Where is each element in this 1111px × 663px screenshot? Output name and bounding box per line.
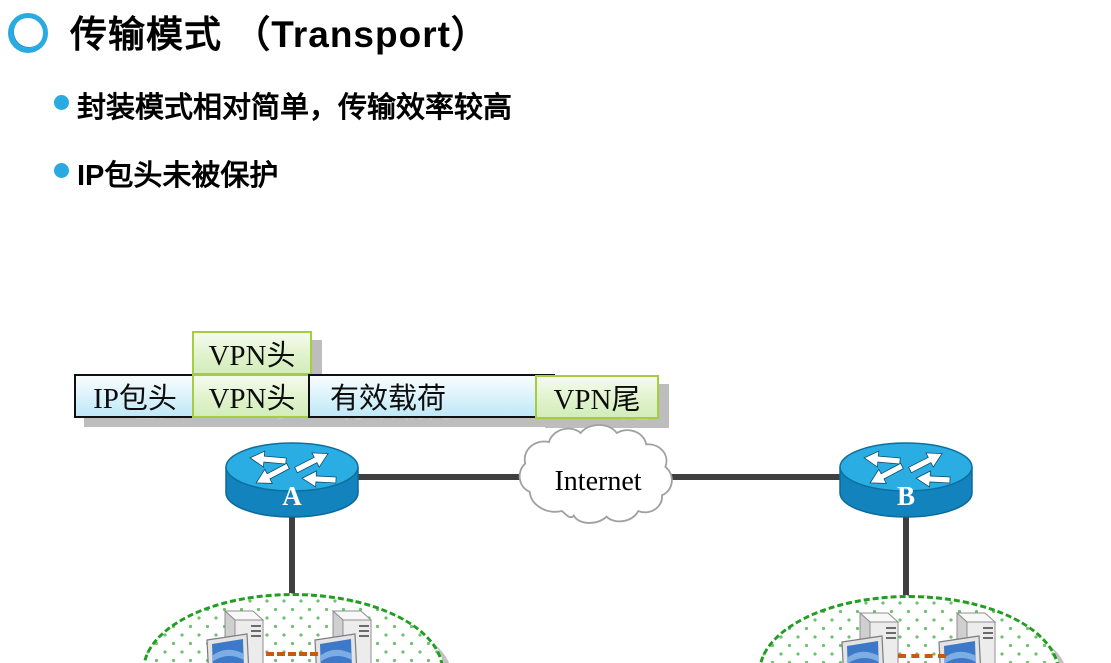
internet-cloud [518, 424, 673, 524]
lan-link-line-b [903, 514, 909, 598]
pc-icon [938, 612, 996, 663]
packet-box-vpn-header: VPN头 [192, 374, 312, 418]
packet-box-vpn-trailer: VPN尾 [535, 375, 659, 419]
title-bullet-icon [8, 13, 48, 53]
pc-icon [314, 610, 372, 663]
lan-right-ellipse [758, 595, 1060, 663]
packet-box-ip-header: IP包头 [74, 374, 196, 418]
packet-box-payload: 有效载荷 [308, 374, 555, 418]
lan-link-line-a [289, 514, 295, 598]
internet-label: Internet [554, 466, 642, 497]
router-a-label: A [282, 481, 302, 511]
packet-box-vpn-header-top: VPN头 [192, 331, 312, 375]
router-b-label: B [896, 481, 915, 511]
lan-left-pc-link [266, 652, 318, 656]
bullet-item: IP包头未被保护 [77, 160, 279, 192]
pc-icon [206, 610, 264, 663]
bullet-icon [54, 163, 69, 178]
lan-right-pc-link [898, 654, 946, 658]
page-title: 传输模式 （Transport） [70, 14, 489, 55]
bullet-item: 封装模式相对简单，传输效率较高 [77, 92, 513, 124]
bullet-icon [54, 95, 69, 110]
